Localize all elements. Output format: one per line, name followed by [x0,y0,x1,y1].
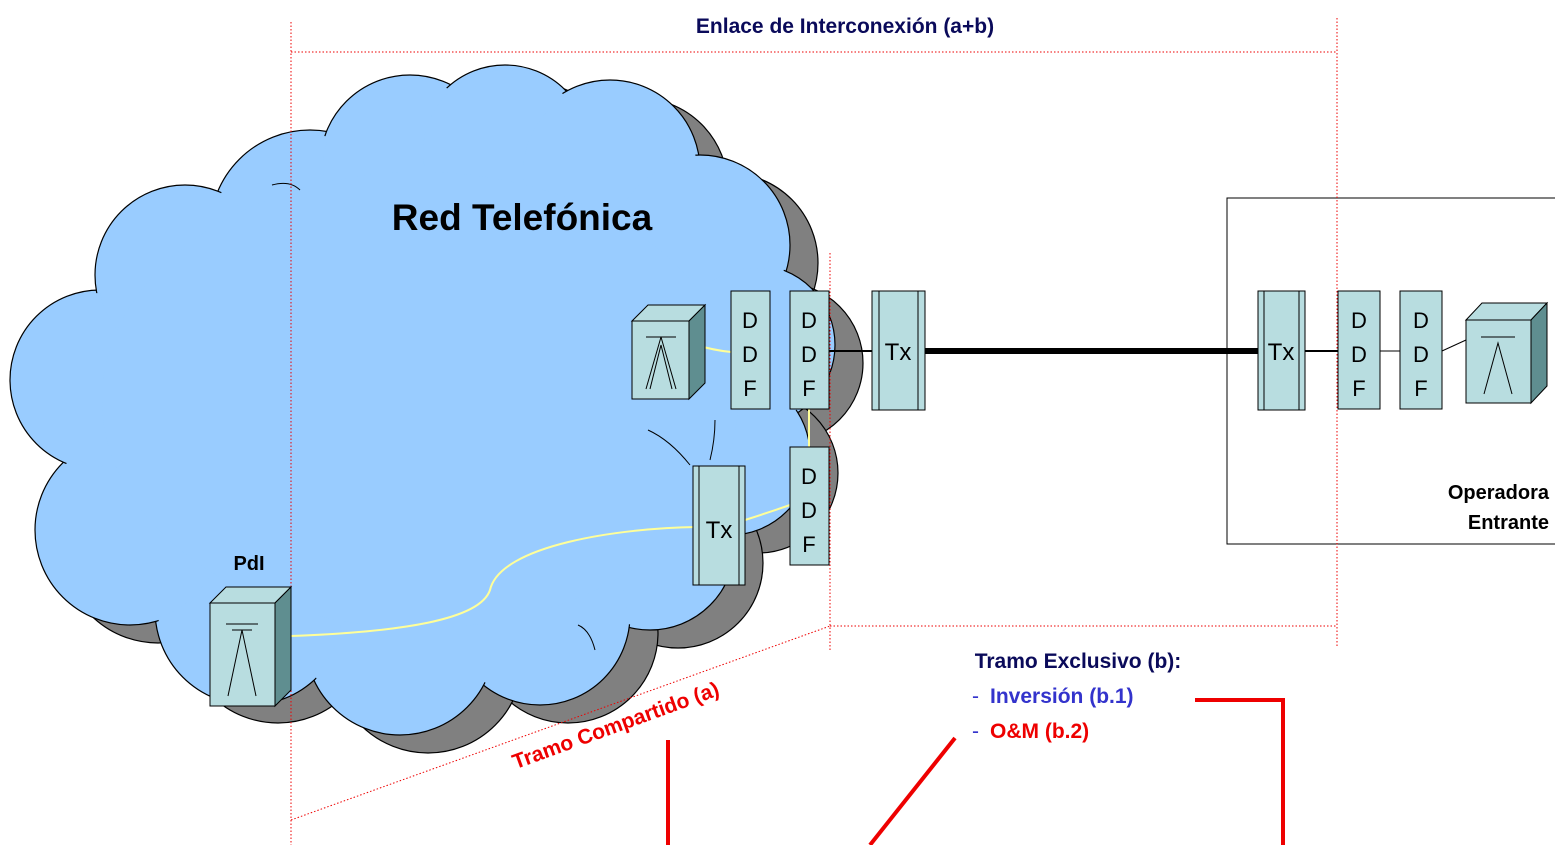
operator-label-line2: Entrante [1468,512,1549,534]
switch-icon [208,585,293,708]
switch-icon [1464,301,1549,405]
cloud-label: Red Telefónica [392,197,653,238]
ddf-letter: D [801,342,817,367]
ddf-letter: F [1352,376,1365,401]
om-dash: - [972,720,979,743]
ddf-letter: D [1413,308,1429,333]
switch-icon [630,303,707,401]
pdi-label: PdI [233,553,264,575]
tx-label: Tx [1268,339,1295,366]
ddf-letter: D [801,498,817,523]
investment-label: Inversión (b.1) [990,685,1134,708]
operator-box [1226,197,1555,545]
ddf-frame: D D F [730,290,771,410]
tx-unit: Tx [692,465,746,586]
ddf-letter: F [802,532,815,557]
operator-label-line1: Operadora [1448,482,1550,504]
ddf-letter: D [801,308,817,333]
ddf-letter: D [1351,308,1367,333]
ddf-letter: F [802,376,815,401]
ddf-letter: D [742,308,758,333]
exclusive-segment-title: Tramo Exclusivo (b): [975,650,1182,673]
tx-unit: Tx [1257,290,1306,411]
ddf-letter: F [743,376,756,401]
interconnection-link-label: Enlace de Interconexión (a+b) [696,15,994,38]
om-label: O&M (b.2) [990,720,1089,743]
ddf-frame: D D F [789,446,830,566]
ddf-frame: D D F [789,290,830,410]
cloud-inner-lines [271,182,716,651]
annotation-lines [666,698,1285,845]
tx-label: Tx [885,339,912,366]
ddf-letter: D [742,342,758,367]
investment-dash: - [972,685,979,708]
ddf-frame: D D F [1399,290,1443,410]
segment-boundaries [290,18,1338,845]
ddf-frame: D D F [1337,290,1381,410]
ddf-letter: D [1351,342,1367,367]
ddf-letter: D [1413,342,1429,367]
tx-unit: Tx [871,290,926,411]
ddf-letter: F [1414,376,1427,401]
ddf-letter: D [801,464,817,489]
links [290,339,1467,637]
tx-label: Tx [706,517,733,544]
